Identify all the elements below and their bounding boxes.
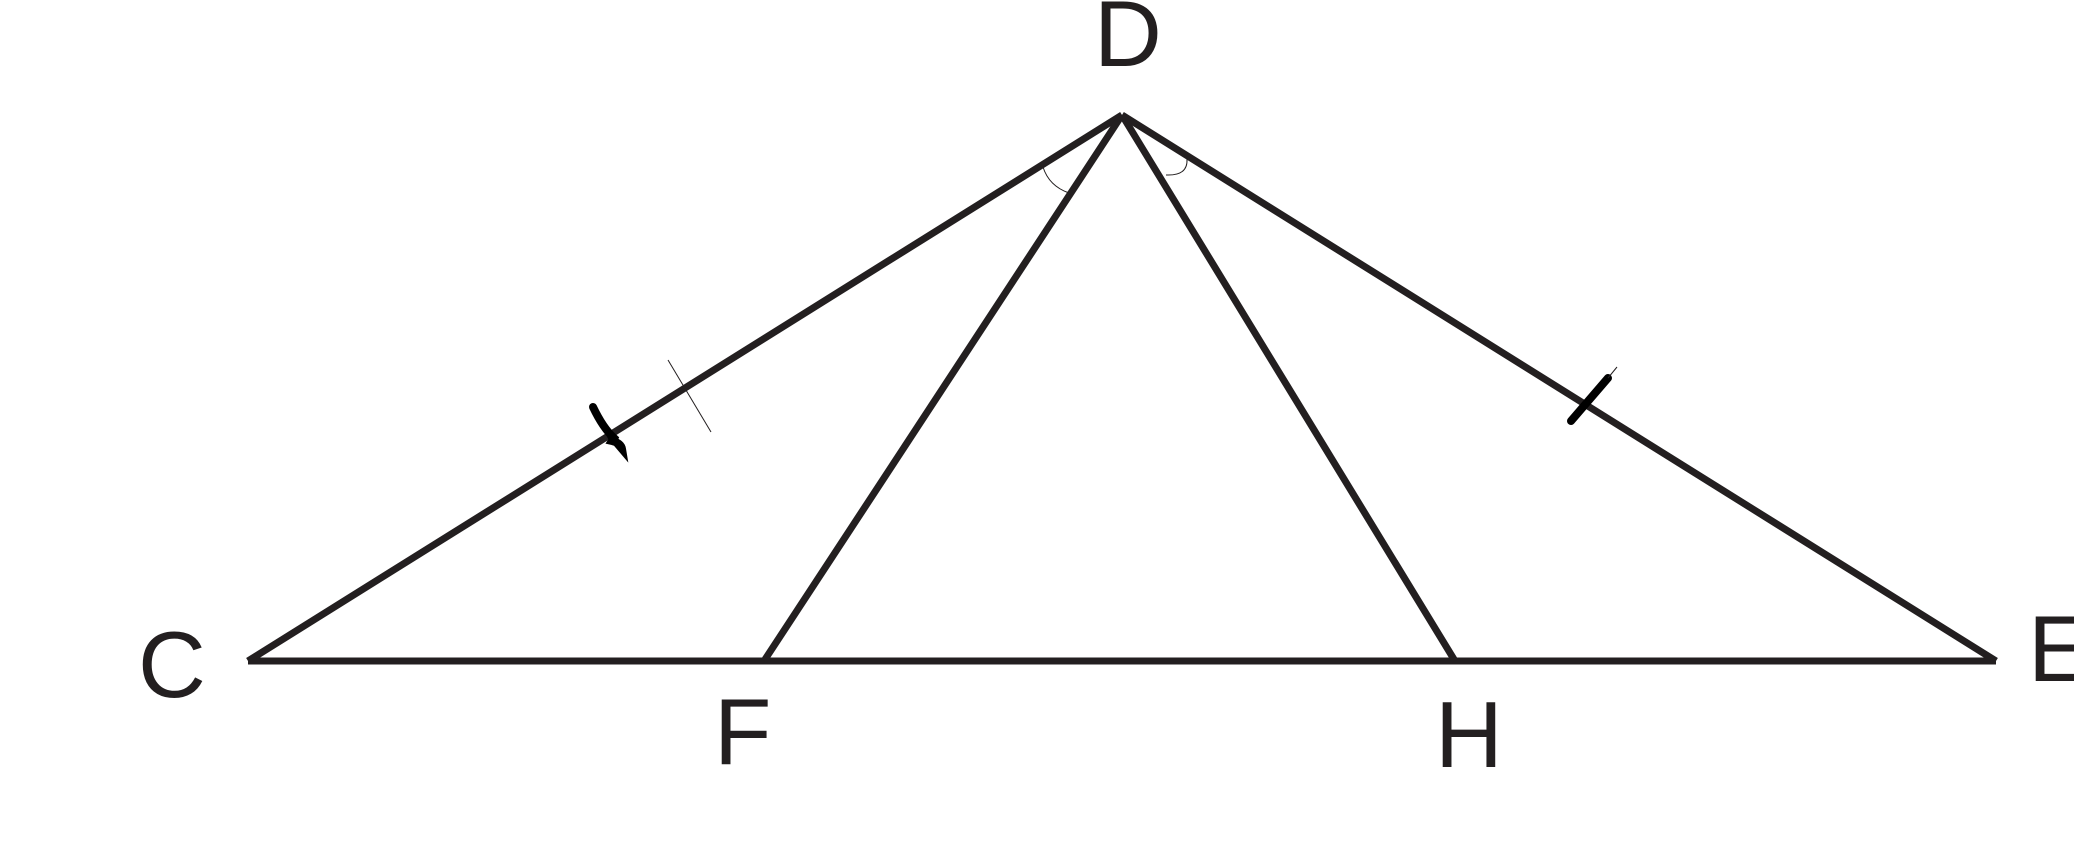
- point-label-f: F: [714, 679, 771, 784]
- equal-side-tick-dc: [589, 403, 629, 463]
- point-label-c: C: [138, 612, 206, 717]
- point-label-d: D: [1094, 0, 1162, 86]
- angle-mark-edh: [1165, 158, 1188, 176]
- angle-mark-cdf: [1042, 166, 1070, 194]
- point-label-e: E: [2028, 596, 2074, 701]
- segment-df: [761, 113, 1125, 663]
- segment-dh: [1119, 113, 1458, 663]
- segment-de: [1120, 112, 1998, 664]
- construction-line: [667, 359, 712, 433]
- construction-line: [1607, 366, 1618, 379]
- point-label-h: H: [1435, 682, 1503, 787]
- equal-side-tick-de: [1567, 374, 1612, 425]
